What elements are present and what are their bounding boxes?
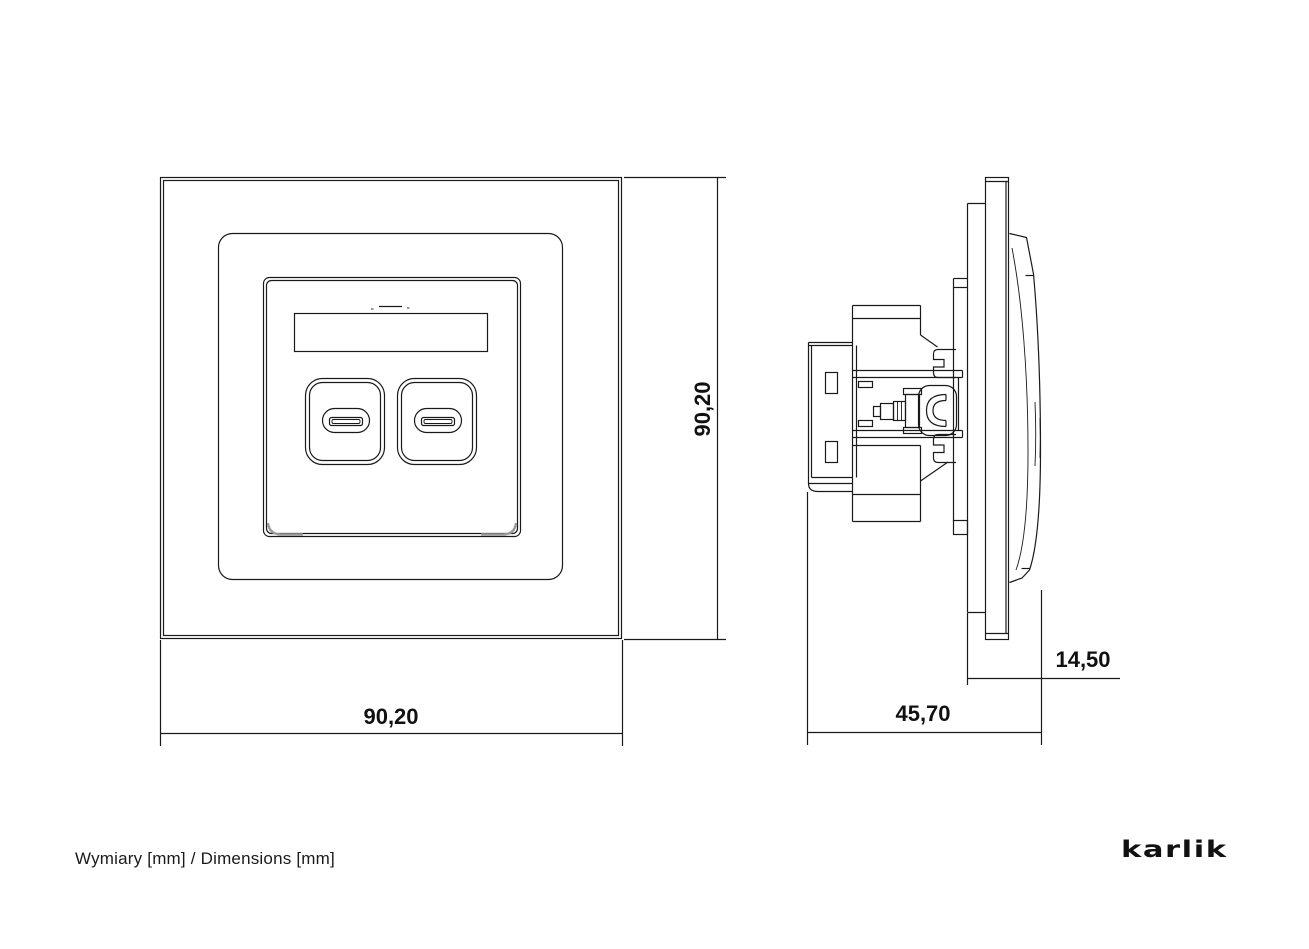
- mounting-claw-box: [807, 341, 853, 493]
- side-view: 45,70 14,50: [806, 176, 1120, 745]
- claw-box-hole-bottom: [824, 440, 839, 464]
- claw-box-hole-top: [824, 371, 839, 395]
- side-offset-dimension: 14,50: [966, 613, 1120, 685]
- front-width-dimension: 90,20: [159, 640, 624, 746]
- central-plate-outline: [262, 276, 522, 538]
- usb-c-port-left: [304, 377, 386, 466]
- frame-opening-outline: [217, 232, 564, 581]
- front-width-value: 90,20: [363, 704, 418, 729]
- claw-hook-bottom: [932, 433, 956, 464]
- side-cover-profile: [1009, 232, 1042, 584]
- caption-dimensions-note: Wymiary [mm] / Dimensions [mm]: [75, 849, 335, 868]
- side-inner-plate-profile: [966, 202, 986, 614]
- front-view: 90,20 90,20: [159, 176, 726, 746]
- usb-c-port-right: [396, 377, 478, 466]
- usb-c-slot-left: [321, 407, 371, 434]
- usb-c-slot-right: [413, 407, 463, 434]
- faceplate-outline: [159, 176, 623, 640]
- front-height-dimension: 90,20: [624, 176, 726, 641]
- side-depth-dimension: 45,70: [806, 492, 1043, 745]
- side-depth-value: 45,70: [895, 701, 950, 726]
- side-faceplate-profile: [984, 176, 1010, 641]
- front-height-value: 90,20: [690, 381, 715, 436]
- side-offset-value: 14,50: [1055, 647, 1110, 672]
- side-central-column: [952, 277, 969, 536]
- claw-hook-top: [932, 348, 956, 379]
- label-window: [293, 305, 489, 353]
- screw-assembly: [872, 384, 958, 437]
- brand-logo: karlik: [1121, 836, 1228, 864]
- mechanism-housing: [851, 304, 949, 523]
